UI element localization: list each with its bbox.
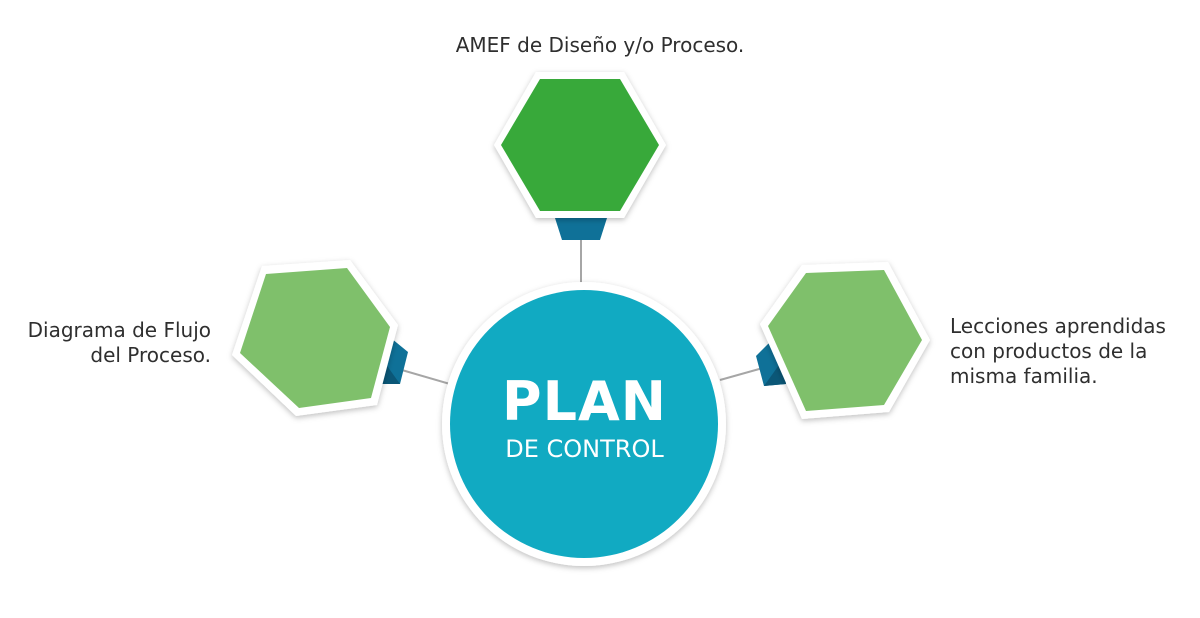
- node-left: [232, 260, 408, 416]
- label-right: Lecciones aprendidas con productos de la…: [950, 314, 1166, 389]
- label-top: AMEF de Diseño y/o Proceso.: [380, 33, 820, 58]
- label-top-line: AMEF de Diseño y/o Proceso.: [455, 33, 745, 57]
- node-top-tab: [555, 218, 607, 240]
- center-circle: [450, 290, 718, 558]
- node-right: [756, 262, 930, 419]
- node-top-hexagon: [501, 79, 659, 211]
- node-left-hexagon: [240, 268, 390, 408]
- label-right-line-2: con productos de la: [950, 339, 1148, 363]
- node-top: [494, 72, 666, 240]
- node-right-hexagon: [768, 270, 922, 411]
- label-right-line-1: Lecciones aprendidas: [950, 314, 1166, 338]
- center-subtitle: DE CONTROL: [505, 435, 664, 463]
- label-right-line-3: misma familia.: [950, 364, 1098, 388]
- label-left-line-2: del Proceso.: [90, 343, 211, 367]
- label-left: Diagrama de Flujo del Proceso.: [28, 318, 211, 368]
- center-title: PLAN: [502, 370, 667, 433]
- label-left-line-1: Diagrama de Flujo: [27, 318, 211, 342]
